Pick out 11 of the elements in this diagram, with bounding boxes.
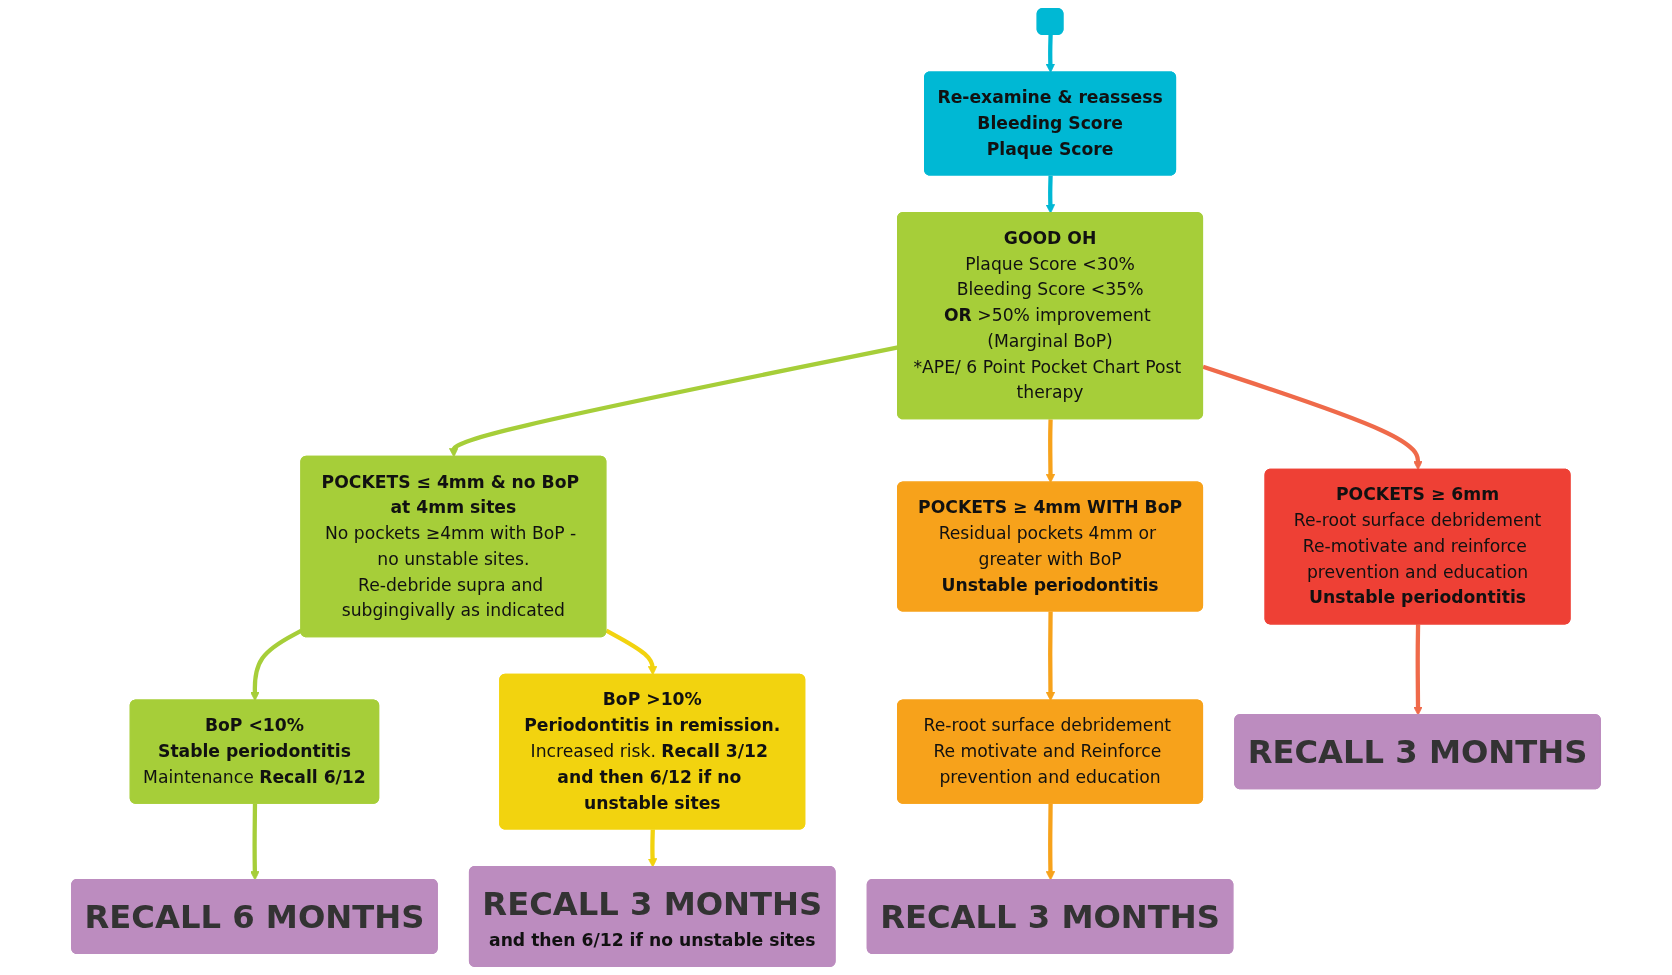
arrow: [1045, 419, 1056, 484]
arrow: [1202, 364, 1423, 471]
arrow: [250, 803, 260, 881]
arrow: [1045, 611, 1056, 702]
arrow: [1045, 175, 1056, 214]
arrow: [1045, 803, 1056, 881]
arrow: [250, 628, 303, 702]
arrow: [1413, 624, 1423, 716]
arrow: [1045, 34, 1056, 73]
arrow: [605, 628, 658, 676]
arrow: [647, 829, 658, 868]
